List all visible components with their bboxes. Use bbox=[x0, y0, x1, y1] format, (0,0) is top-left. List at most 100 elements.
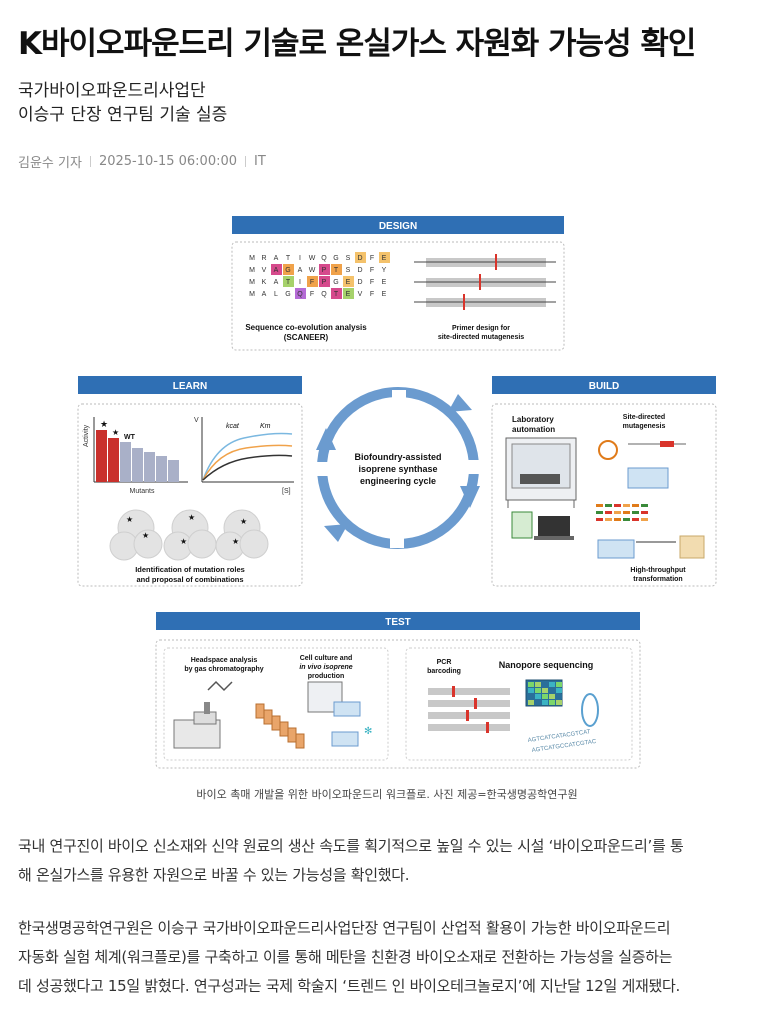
residue-letter: S bbox=[346, 267, 351, 274]
residue-letter: D bbox=[357, 279, 362, 286]
cycle-arrow-icon bbox=[460, 486, 480, 508]
learn-caption-1: Identification of mutation roles bbox=[135, 565, 245, 574]
build-header-bar bbox=[492, 376, 716, 394]
star-icon: ★ bbox=[100, 419, 108, 429]
build-panel: BUILD Laboratory automation Site-directe… bbox=[491, 376, 717, 587]
residue-letter: A bbox=[262, 291, 267, 298]
sdm-label-1: Site-directed bbox=[623, 414, 665, 421]
p2-line3: 데 성공했다고 15일 밝혔다. 연구성과는 국제 학술지 ‘트렌드 인 바이오… bbox=[18, 977, 680, 995]
activity-label: Activity bbox=[83, 424, 90, 447]
p2-line1: 한국생명공학연구원은 이승구 국가바이오파운드리사업단장 연구팀이 산업적 활용… bbox=[18, 919, 671, 937]
v-axis-label: V bbox=[194, 417, 199, 424]
residue-letter: T bbox=[286, 279, 291, 286]
category-link[interactable]: IT bbox=[254, 154, 266, 169]
learn-panel: LEARN Activity ★ ★ WT Mutants V kcat Km … bbox=[77, 376, 303, 587]
residue-letter: M bbox=[249, 267, 255, 274]
star-icon: ★ bbox=[126, 515, 133, 524]
residue-letter: M bbox=[249, 279, 255, 286]
residue-letter: M bbox=[249, 291, 255, 298]
residue-letter: T bbox=[334, 267, 339, 274]
residue-letter: F bbox=[310, 291, 314, 298]
activity-bars bbox=[96, 430, 179, 482]
s-axis-label: [S] bbox=[282, 488, 291, 495]
cell-label-2: in vivo isoprene bbox=[299, 664, 352, 671]
cycle-label-3: engineering cycle bbox=[360, 476, 436, 486]
residue-letter: G bbox=[285, 267, 290, 274]
lab-automation-2: automation bbox=[512, 425, 555, 434]
htp-label-2: transformation bbox=[633, 576, 682, 583]
residue-letter: F bbox=[370, 291, 374, 298]
residue-letter: W bbox=[309, 255, 316, 262]
residue-letter: E bbox=[382, 279, 387, 286]
author[interactable]: 김윤수 기자 bbox=[18, 156, 82, 171]
wt-label: WT bbox=[124, 434, 136, 441]
residue-letter: E bbox=[382, 291, 387, 298]
primer-label-2: site-directed mutagenesis bbox=[438, 334, 524, 341]
engineering-cycle: Biofoundry-assisted isoprene synthase en… bbox=[316, 387, 480, 549]
test-panel: TEST Headspace analysis by gas chromatog… bbox=[155, 612, 641, 769]
residue-letter: Y bbox=[382, 267, 387, 274]
design-header: DESIGN bbox=[379, 221, 417, 232]
residue-letter: Q bbox=[321, 255, 327, 262]
residue-letter: F bbox=[370, 267, 374, 274]
p1-line2: 해 온실가스를 유용한 자원으로 바꿀 수 있는 가능성을 확인했다. bbox=[18, 866, 410, 884]
publish-date: 2025-10-15 06:00:00 bbox=[98, 154, 238, 169]
plasmid-icon bbox=[598, 440, 618, 460]
residue-letter: D bbox=[357, 267, 362, 274]
sparkle-icon: ✻ bbox=[364, 726, 372, 737]
learn-header-bar bbox=[78, 376, 302, 394]
star-icon: ★ bbox=[188, 513, 195, 522]
residue-letter: E bbox=[382, 255, 387, 262]
residue-letter: G bbox=[333, 279, 338, 286]
article-subtitle-line1: 국가바이오파운드리사업단 bbox=[18, 81, 206, 101]
residue-letter: F bbox=[310, 279, 314, 286]
meta-divider bbox=[245, 156, 247, 167]
residue-letter: S bbox=[346, 255, 351, 262]
cycle-label-2: isoprene synthase bbox=[358, 464, 437, 474]
barcoded-reads bbox=[428, 686, 510, 733]
learn-caption-2: and proposal of combinations bbox=[136, 575, 243, 584]
pcr-label-1: PCR bbox=[437, 659, 452, 666]
flowcell-pattern bbox=[528, 682, 562, 705]
residue-letter: F bbox=[370, 279, 374, 286]
cycle-arrow-icon bbox=[448, 394, 472, 412]
figure-caption: 바이오 촉매 개발을 위한 바이오파운드리 워크플로. 사진 제공=한국생명공학… bbox=[196, 788, 578, 801]
residue-letter: T bbox=[286, 255, 291, 262]
residue-letter: L bbox=[274, 291, 278, 298]
cell-label-1: Cell culture and bbox=[300, 655, 353, 662]
seq-label-1: Sequence co-evolution analysis bbox=[245, 323, 367, 332]
vial-stair bbox=[255, 703, 305, 749]
residue-letter: G bbox=[285, 291, 290, 298]
test-header: TEST bbox=[385, 617, 411, 628]
learn-header: LEARN bbox=[173, 381, 207, 392]
body-paragraph-1: 국내 연구진이 바이오 신소재와 신약 원료의 생산 속도를 획기적으로 높일 … bbox=[18, 832, 774, 890]
p1-line1: 국내 연구진이 바이오 신소재와 신약 원료의 생산 속도를 획기적으로 높일 … bbox=[18, 837, 684, 855]
pore-icon bbox=[581, 693, 599, 727]
km-label: Km bbox=[260, 423, 271, 430]
residue-letter: Q bbox=[321, 291, 327, 298]
nanopore-label: Nanopore sequencing bbox=[499, 660, 594, 670]
colony-grid bbox=[596, 504, 648, 521]
cycle-arrow-icon bbox=[324, 524, 348, 542]
residue-letter: T bbox=[334, 291, 339, 298]
article-subtitle-line2: 이승구 단장 연구팀 기술 실증 bbox=[18, 105, 228, 125]
residue-letter: G bbox=[333, 255, 338, 262]
cell-label-3: production bbox=[308, 673, 345, 680]
residue-letter: F bbox=[370, 255, 374, 262]
kcat-label: kcat bbox=[226, 423, 240, 430]
spreadsheet-icon bbox=[511, 511, 533, 539]
residue-letter: E bbox=[346, 279, 351, 286]
star-icon: ★ bbox=[240, 517, 247, 526]
seq-label-2: (SCANEER) bbox=[284, 333, 329, 342]
residue-letter: A bbox=[274, 267, 279, 274]
cycle-arrow-icon bbox=[316, 428, 336, 450]
residue-letter: V bbox=[358, 291, 363, 298]
article-title: K바이오파운드리 기술로 온실가스 자원화 가능성 확인 bbox=[18, 26, 696, 62]
cycle-label-1: Biofoundry-assisted bbox=[354, 452, 441, 462]
body-paragraph-2: 한국생명공학연구원은 이승구 국가바이오파운드리사업단장 연구팀이 산업적 활용… bbox=[18, 914, 774, 1001]
p2-line2: 자동화 실험 체계(워크플로)를 구축하고 이를 통해 메탄을 친환경 바이오소… bbox=[18, 948, 673, 966]
residue-letter: R bbox=[261, 255, 266, 262]
residue-letter: I bbox=[299, 255, 301, 262]
star-icon: ★ bbox=[232, 537, 239, 546]
